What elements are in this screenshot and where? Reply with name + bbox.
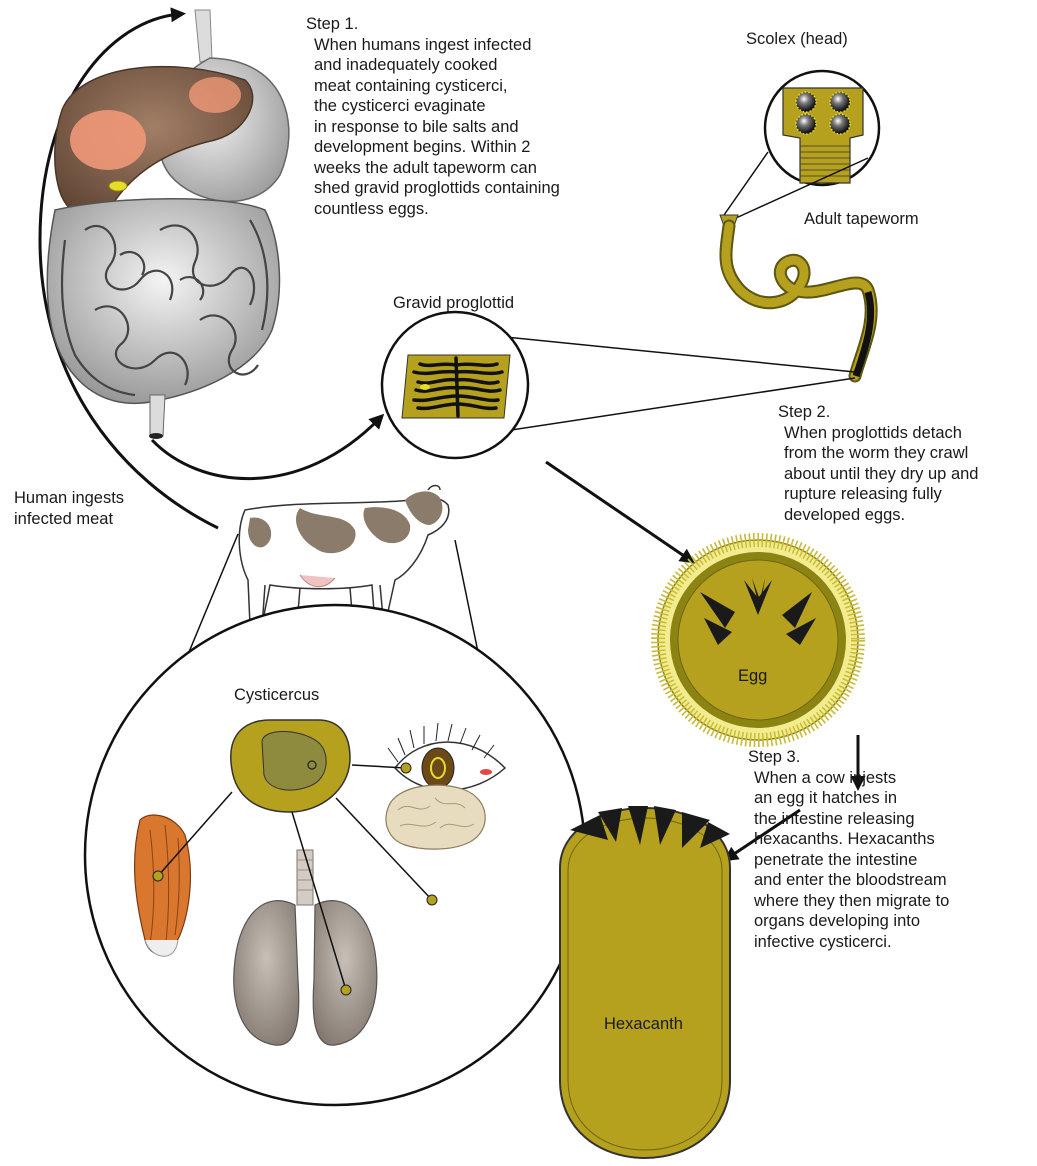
- step1-line: shed gravid proglottids containing: [314, 178, 560, 199]
- human-ingests-label: Human ingests infected meat: [14, 488, 124, 529]
- step2-line: about until they dry up and: [784, 464, 978, 485]
- hexacanth-icon: [560, 806, 730, 1158]
- step2-text: Step 2. When proglottids detach from the…: [778, 402, 978, 525]
- step2-line: When proglottids detach: [784, 423, 978, 444]
- step1-line: the cysticerci evaginate: [314, 96, 560, 117]
- step1-line: meat containing cysticerci,: [314, 76, 560, 97]
- step2-body: When proglottids detach from the worm th…: [778, 423, 978, 526]
- step1-heading: Step 1.: [306, 14, 560, 35]
- scolex-icon: [724, 71, 879, 218]
- step1-line: weeks the adult tapeworm can: [314, 158, 560, 179]
- digestive-system-icon: [47, 10, 289, 439]
- step3-line: an egg it hatches in: [754, 788, 949, 809]
- human-ingests-line: Human ingests: [14, 488, 124, 509]
- step3-line: organs developing into: [754, 911, 949, 932]
- step2-line: rupture releasing fully: [784, 484, 978, 505]
- step1-line: development begins. Within 2: [314, 137, 560, 158]
- scolex-label: Scolex (head): [746, 30, 848, 49]
- step3-line: the intestine releasing: [754, 809, 949, 830]
- step1-line: When humans ingest infected: [314, 35, 560, 56]
- egg-icon: [658, 540, 858, 740]
- step3-body: When a cow injests an egg it hatches in …: [748, 768, 949, 953]
- step2-line: from the worm they crawl: [784, 443, 978, 464]
- step3-line: hexacanths. Hexacanths: [754, 829, 949, 850]
- step1-line: and inadequately cooked: [314, 55, 560, 76]
- step1-body: When humans ingest infected and inadequa…: [306, 35, 560, 220]
- step3-line: When a cow injests: [754, 768, 949, 789]
- step1-line: in response to bile salts and: [314, 117, 560, 138]
- step3-line: and enter the bloodstream: [754, 870, 949, 891]
- step2-heading: Step 2.: [778, 402, 978, 423]
- step3-line: infective cysticerci.: [754, 932, 949, 953]
- arrow-proglottid-to-egg: [546, 462, 690, 560]
- brain-icon: [386, 785, 485, 849]
- step3-line: where they then migrate to: [754, 891, 949, 912]
- gravid-proglottid-label: Gravid proglottid: [393, 294, 514, 313]
- step1-text: Step 1. When humans ingest infected and …: [306, 14, 560, 219]
- step3-line: penetrate the intestine: [754, 850, 949, 871]
- tapeworm-icon: [720, 215, 871, 376]
- arrow-intestine-to-proglottid: [152, 418, 380, 479]
- human-ingests-line: infected meat: [14, 509, 124, 530]
- step1-line: countless eggs.: [314, 199, 560, 220]
- cysticercus-tissue-circle: [85, 605, 585, 1105]
- egg-label: Egg: [738, 667, 767, 686]
- step3-heading: Step 3.: [748, 747, 949, 768]
- adult-tapeworm-label: Adult tapeworm: [804, 210, 919, 229]
- step2-line: developed eggs.: [784, 505, 978, 526]
- step3-text: Step 3. When a cow injests an egg it hat…: [748, 747, 949, 952]
- hexacanth-label: Hexacanth: [604, 1015, 683, 1034]
- cysticercus-label: Cysticercus: [234, 686, 319, 705]
